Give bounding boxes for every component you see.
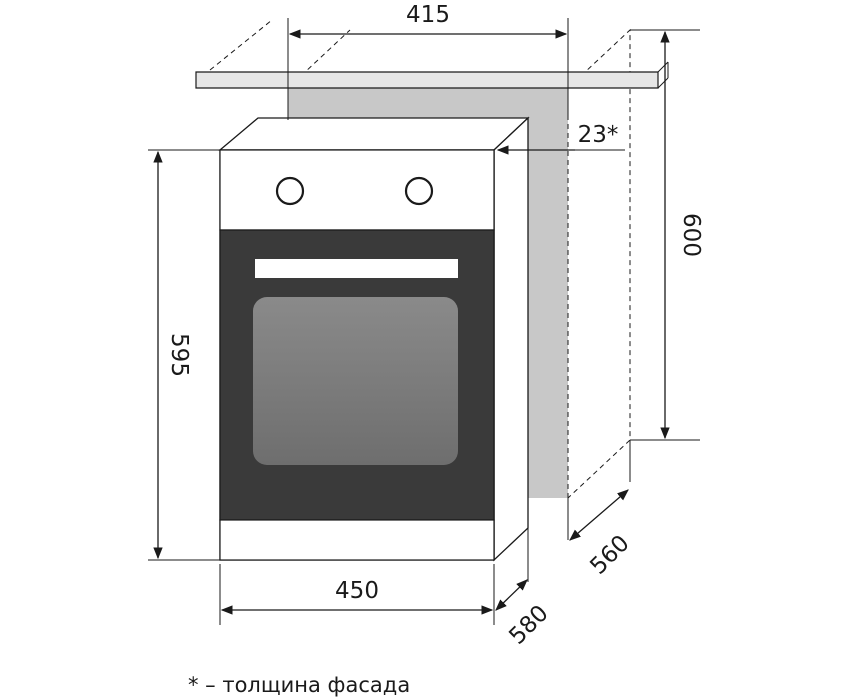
niche-side-wall [528,118,568,498]
door-handle [255,259,458,278]
label-oven-width: 450 [335,578,379,604]
dim-line-560 [569,489,629,541]
label-niche-depth: 560 [585,530,634,579]
countertop [195,61,669,89]
dimension-arrows [153,29,670,615]
countertop-edge-lower [657,77,669,89]
label-oven-height: 595 [166,333,192,377]
label-oven-depth: 580 [504,600,553,649]
countertop-edge [657,61,669,73]
countertop-top-face [195,71,659,89]
label-niche-width: 415 [406,2,450,28]
oven-plinth [219,519,495,561]
control-panel [219,149,495,231]
label-facade-thickness: 23* [578,122,619,148]
dim-line-580 [495,579,528,611]
knob-left [275,176,305,206]
cabinet-niche [209,19,631,499]
label-niche-height: 600 [678,213,704,257]
knob-right [404,176,434,206]
oven [218,116,530,562]
oven-side-face [493,116,529,562]
niche-top-dash-far [209,19,273,71]
footnote: * – толщина фасада [188,673,410,697]
door-window [253,297,458,465]
niche-dashed-outline [567,28,631,499]
oven-top-face [218,117,530,151]
